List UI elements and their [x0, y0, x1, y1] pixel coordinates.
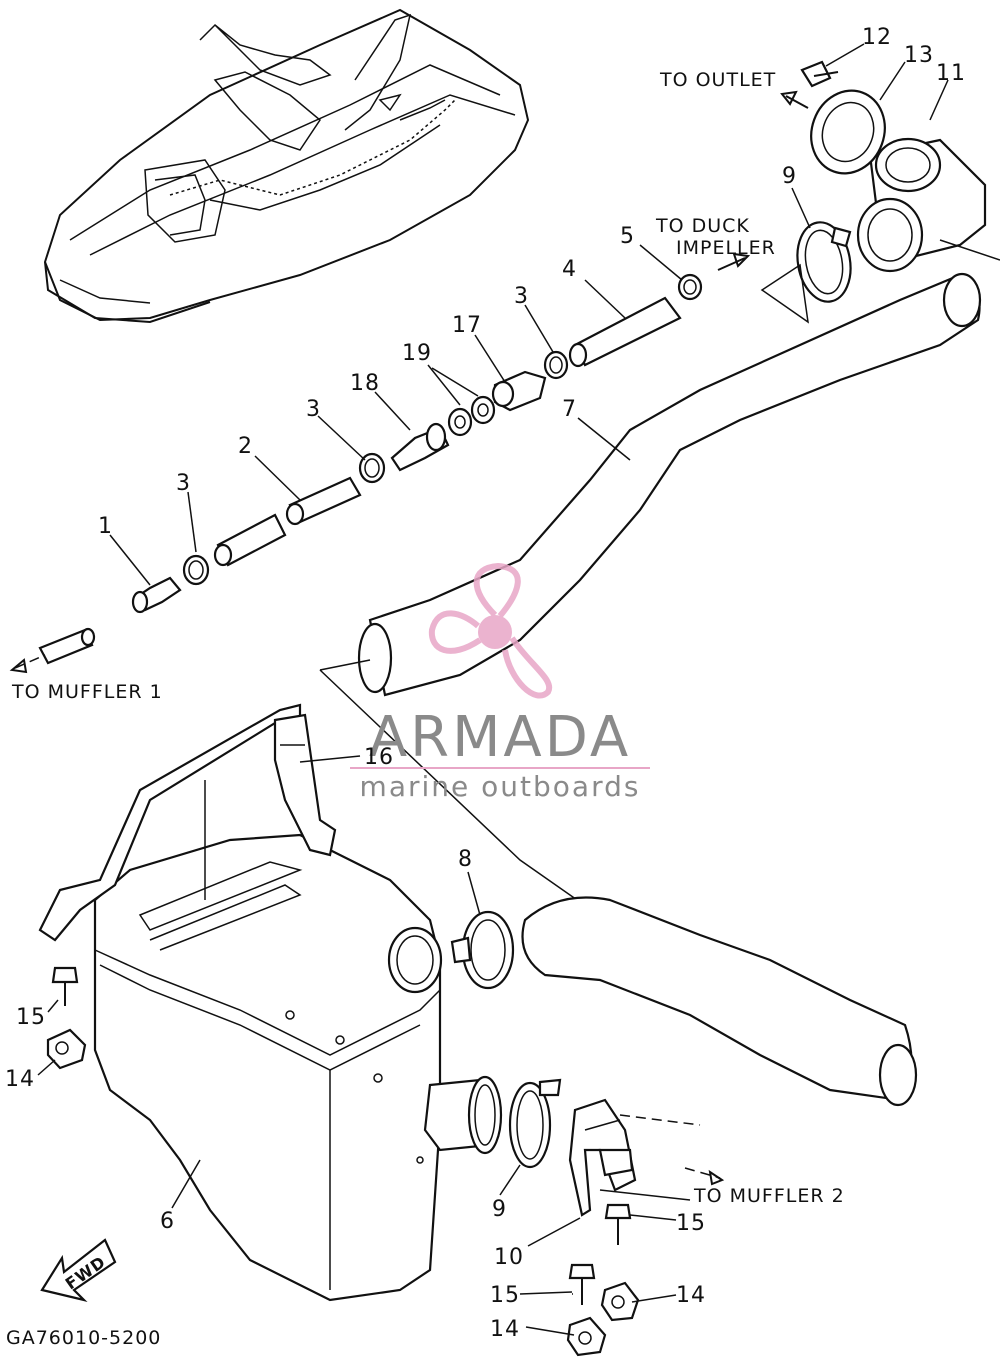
drawing-code: GA76010-5200	[6, 1327, 161, 1349]
to-muffler-1-hose	[9, 627, 96, 674]
part-label-11: 11	[936, 61, 966, 86]
bolt-15-right	[604, 1203, 632, 1245]
part-label-4: 4	[562, 257, 577, 282]
part-label-17: 17	[452, 313, 482, 338]
watercraft-overview	[43, 8, 530, 324]
clip-14-bottom	[566, 1316, 607, 1357]
part-label-14-left: 14	[5, 1067, 35, 1092]
part-label-13: 13	[904, 43, 934, 68]
part-label-14-bottom: 14	[490, 1317, 520, 1342]
clip-14-right	[600, 1281, 640, 1322]
part-label-3-right: 3	[514, 284, 529, 309]
leader-lines	[37, 43, 949, 1336]
part-label-18: 18	[350, 371, 380, 396]
bolt-15-left	[51, 966, 79, 1006]
part-label-15-bottom: 15	[490, 1283, 520, 1308]
part-label-12: 12	[862, 25, 892, 50]
bolt-15-bottom	[568, 1263, 596, 1305]
part-label-9-top: 9	[782, 164, 797, 189]
clip-14-left	[46, 1028, 87, 1070]
outlet-assembly	[800, 60, 987, 273]
part-labels: 1 2 3 3 3 4 5 6 7 8 9 9 10 11 12 13 14 1…	[5, 25, 966, 1342]
part-label-16: 16	[364, 745, 394, 770]
part-label-6: 6	[160, 1209, 175, 1234]
part-label-3-middle: 3	[306, 397, 321, 422]
propeller-logo-icon	[428, 562, 553, 699]
fwd-arrow-icon	[40, 1238, 117, 1302]
callout-to-muffler-1: TO MUFFLER 1	[11, 681, 163, 703]
callout-impeller: IMPELLER	[676, 237, 776, 259]
callout-to-duck: TO DUCK	[655, 215, 750, 237]
part-label-9-bottom: 9	[492, 1197, 507, 1222]
callout-to-outlet: TO OUTLET	[659, 69, 776, 91]
muffler-6	[93, 833, 503, 1302]
watermark: ARMADA marine outboards	[350, 562, 650, 803]
part-label-3-left: 3	[176, 471, 191, 496]
part-label-8: 8	[458, 847, 473, 872]
part-label-1: 1	[98, 514, 113, 539]
part-label-19: 19	[402, 341, 432, 366]
hose-clamp-8	[450, 910, 515, 990]
hose-clamp-9-bottom	[508, 1078, 562, 1169]
strap-10	[568, 1098, 701, 1217]
part-label-14-right: 14	[676, 1283, 706, 1308]
exhaust-hose-lower	[521, 896, 918, 1107]
watermark-brand: ARMADA	[369, 705, 631, 770]
hose-clamp-9-top	[760, 221, 852, 324]
strap-16	[38, 703, 337, 942]
part-label-10: 10	[494, 1245, 524, 1270]
callout-to-muffler-2: TO MUFFLER 2	[693, 1185, 845, 1207]
part-label-15-left: 15	[16, 1005, 46, 1030]
exhaust-hose-7	[319, 239, 1000, 1056]
part-label-15-right: 15	[676, 1211, 706, 1236]
hose-fitting-chain	[131, 273, 703, 614]
part-label-5: 5	[620, 224, 635, 249]
watermark-tagline: marine outboards	[360, 770, 641, 803]
part-label-7: 7	[562, 397, 577, 422]
part-label-2: 2	[238, 434, 253, 459]
